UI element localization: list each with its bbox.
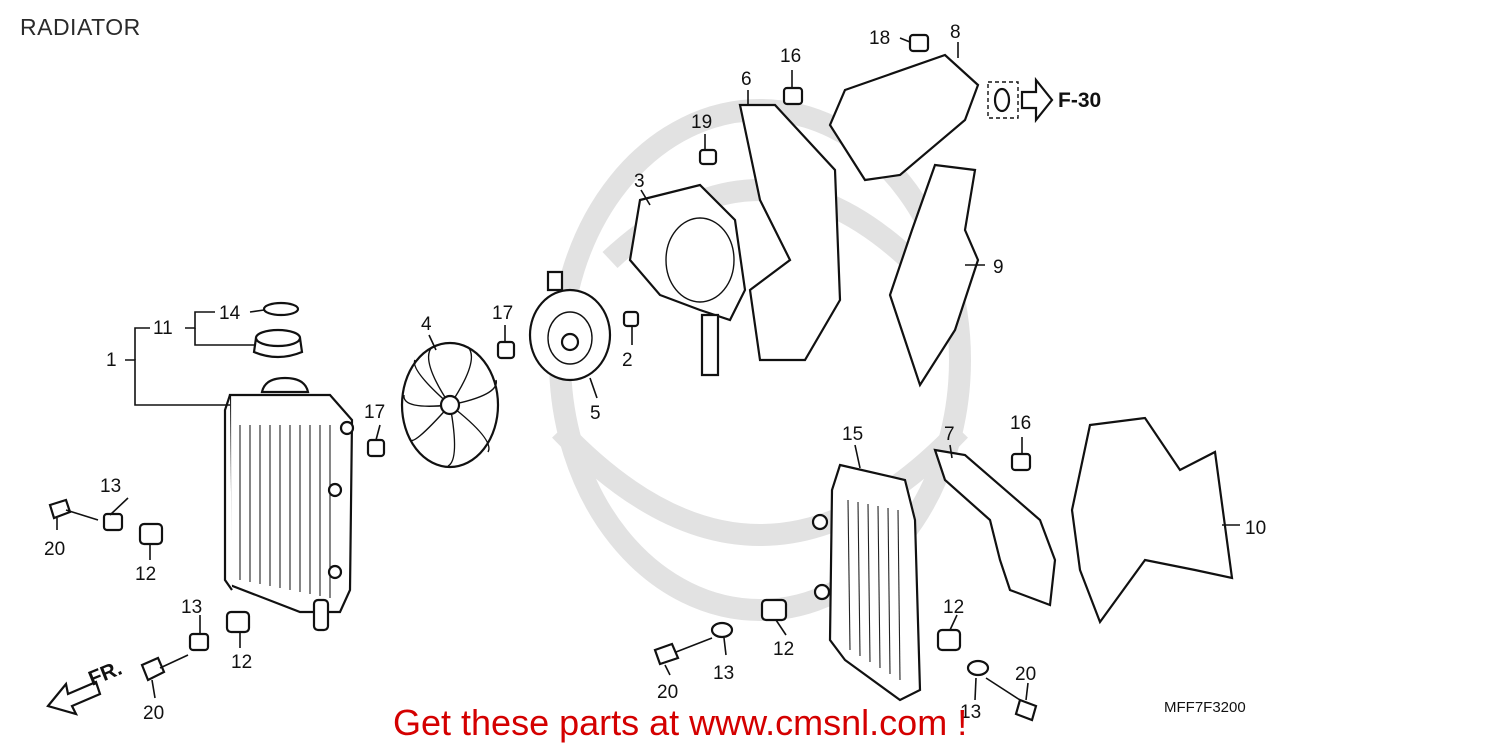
callout-9: 9 <box>993 257 1004 278</box>
right-bracket <box>933 448 1057 607</box>
callout-3: 3 <box>634 171 645 192</box>
callout-13: 13 <box>960 702 981 723</box>
callout-20: 20 <box>143 703 164 724</box>
callout-1: 1 <box>106 350 117 371</box>
callout-12: 12 <box>943 597 964 618</box>
callout-4: 4 <box>421 314 432 335</box>
callout-2: 2 <box>622 350 633 371</box>
upper-cover <box>828 53 980 182</box>
fasteners <box>48 33 1038 722</box>
callout-20: 20 <box>44 539 65 560</box>
front-label: FR. <box>85 657 125 691</box>
left-heat-guard <box>888 163 980 388</box>
cooling-fan <box>400 341 500 469</box>
callout-17: 17 <box>364 402 385 423</box>
callout-17: 17 <box>492 303 513 324</box>
callout-10: 10 <box>1245 518 1266 539</box>
callout-20: 20 <box>657 682 678 703</box>
callout-5: 5 <box>590 403 601 424</box>
front-direction-arrow <box>46 680 102 716</box>
callout-14: 14 <box>219 303 241 324</box>
callout-8: 8 <box>950 22 961 43</box>
callout-16: 16 <box>780 46 801 67</box>
callout-13: 13 <box>181 597 202 618</box>
right-heat-guard <box>1070 416 1234 625</box>
callout-18: 18 <box>869 28 890 49</box>
callout-12: 12 <box>135 564 156 585</box>
cap-seal <box>262 301 300 317</box>
page-title: RADIATOR <box>20 14 141 40</box>
callout-12: 12 <box>773 639 794 660</box>
callout-13: 13 <box>713 663 734 684</box>
fan-motor <box>528 270 612 382</box>
left-radiator <box>223 376 355 632</box>
callout-15: 15 <box>842 424 863 445</box>
reference-label: F-30 <box>1058 89 1101 112</box>
callout-6: 6 <box>741 69 752 90</box>
callout-7: 7 <box>944 424 955 445</box>
fan-shroud <box>628 183 747 377</box>
right-radiator <box>811 463 922 702</box>
left-bracket <box>738 103 842 362</box>
callout-11: 11 <box>153 318 173 339</box>
diagram-code: MFF7F3200 <box>1164 699 1246 716</box>
radiator-cap <box>252 328 304 359</box>
leader-lines <box>56 37 1240 701</box>
callout-numbers: 1 2 3 4 5 6 7 8 9 10 11 12 12 12 12 13 1… <box>44 22 1266 724</box>
callout-19: 19 <box>691 112 712 133</box>
reference-arrow <box>987 76 1054 124</box>
callout-13: 13 <box>100 476 121 497</box>
callout-16: 16 <box>1010 413 1031 434</box>
callout-20: 20 <box>1015 664 1036 685</box>
callout-12: 12 <box>231 652 252 673</box>
promo-link[interactable]: Get these parts at www.cmsnl.com ! <box>393 702 968 743</box>
